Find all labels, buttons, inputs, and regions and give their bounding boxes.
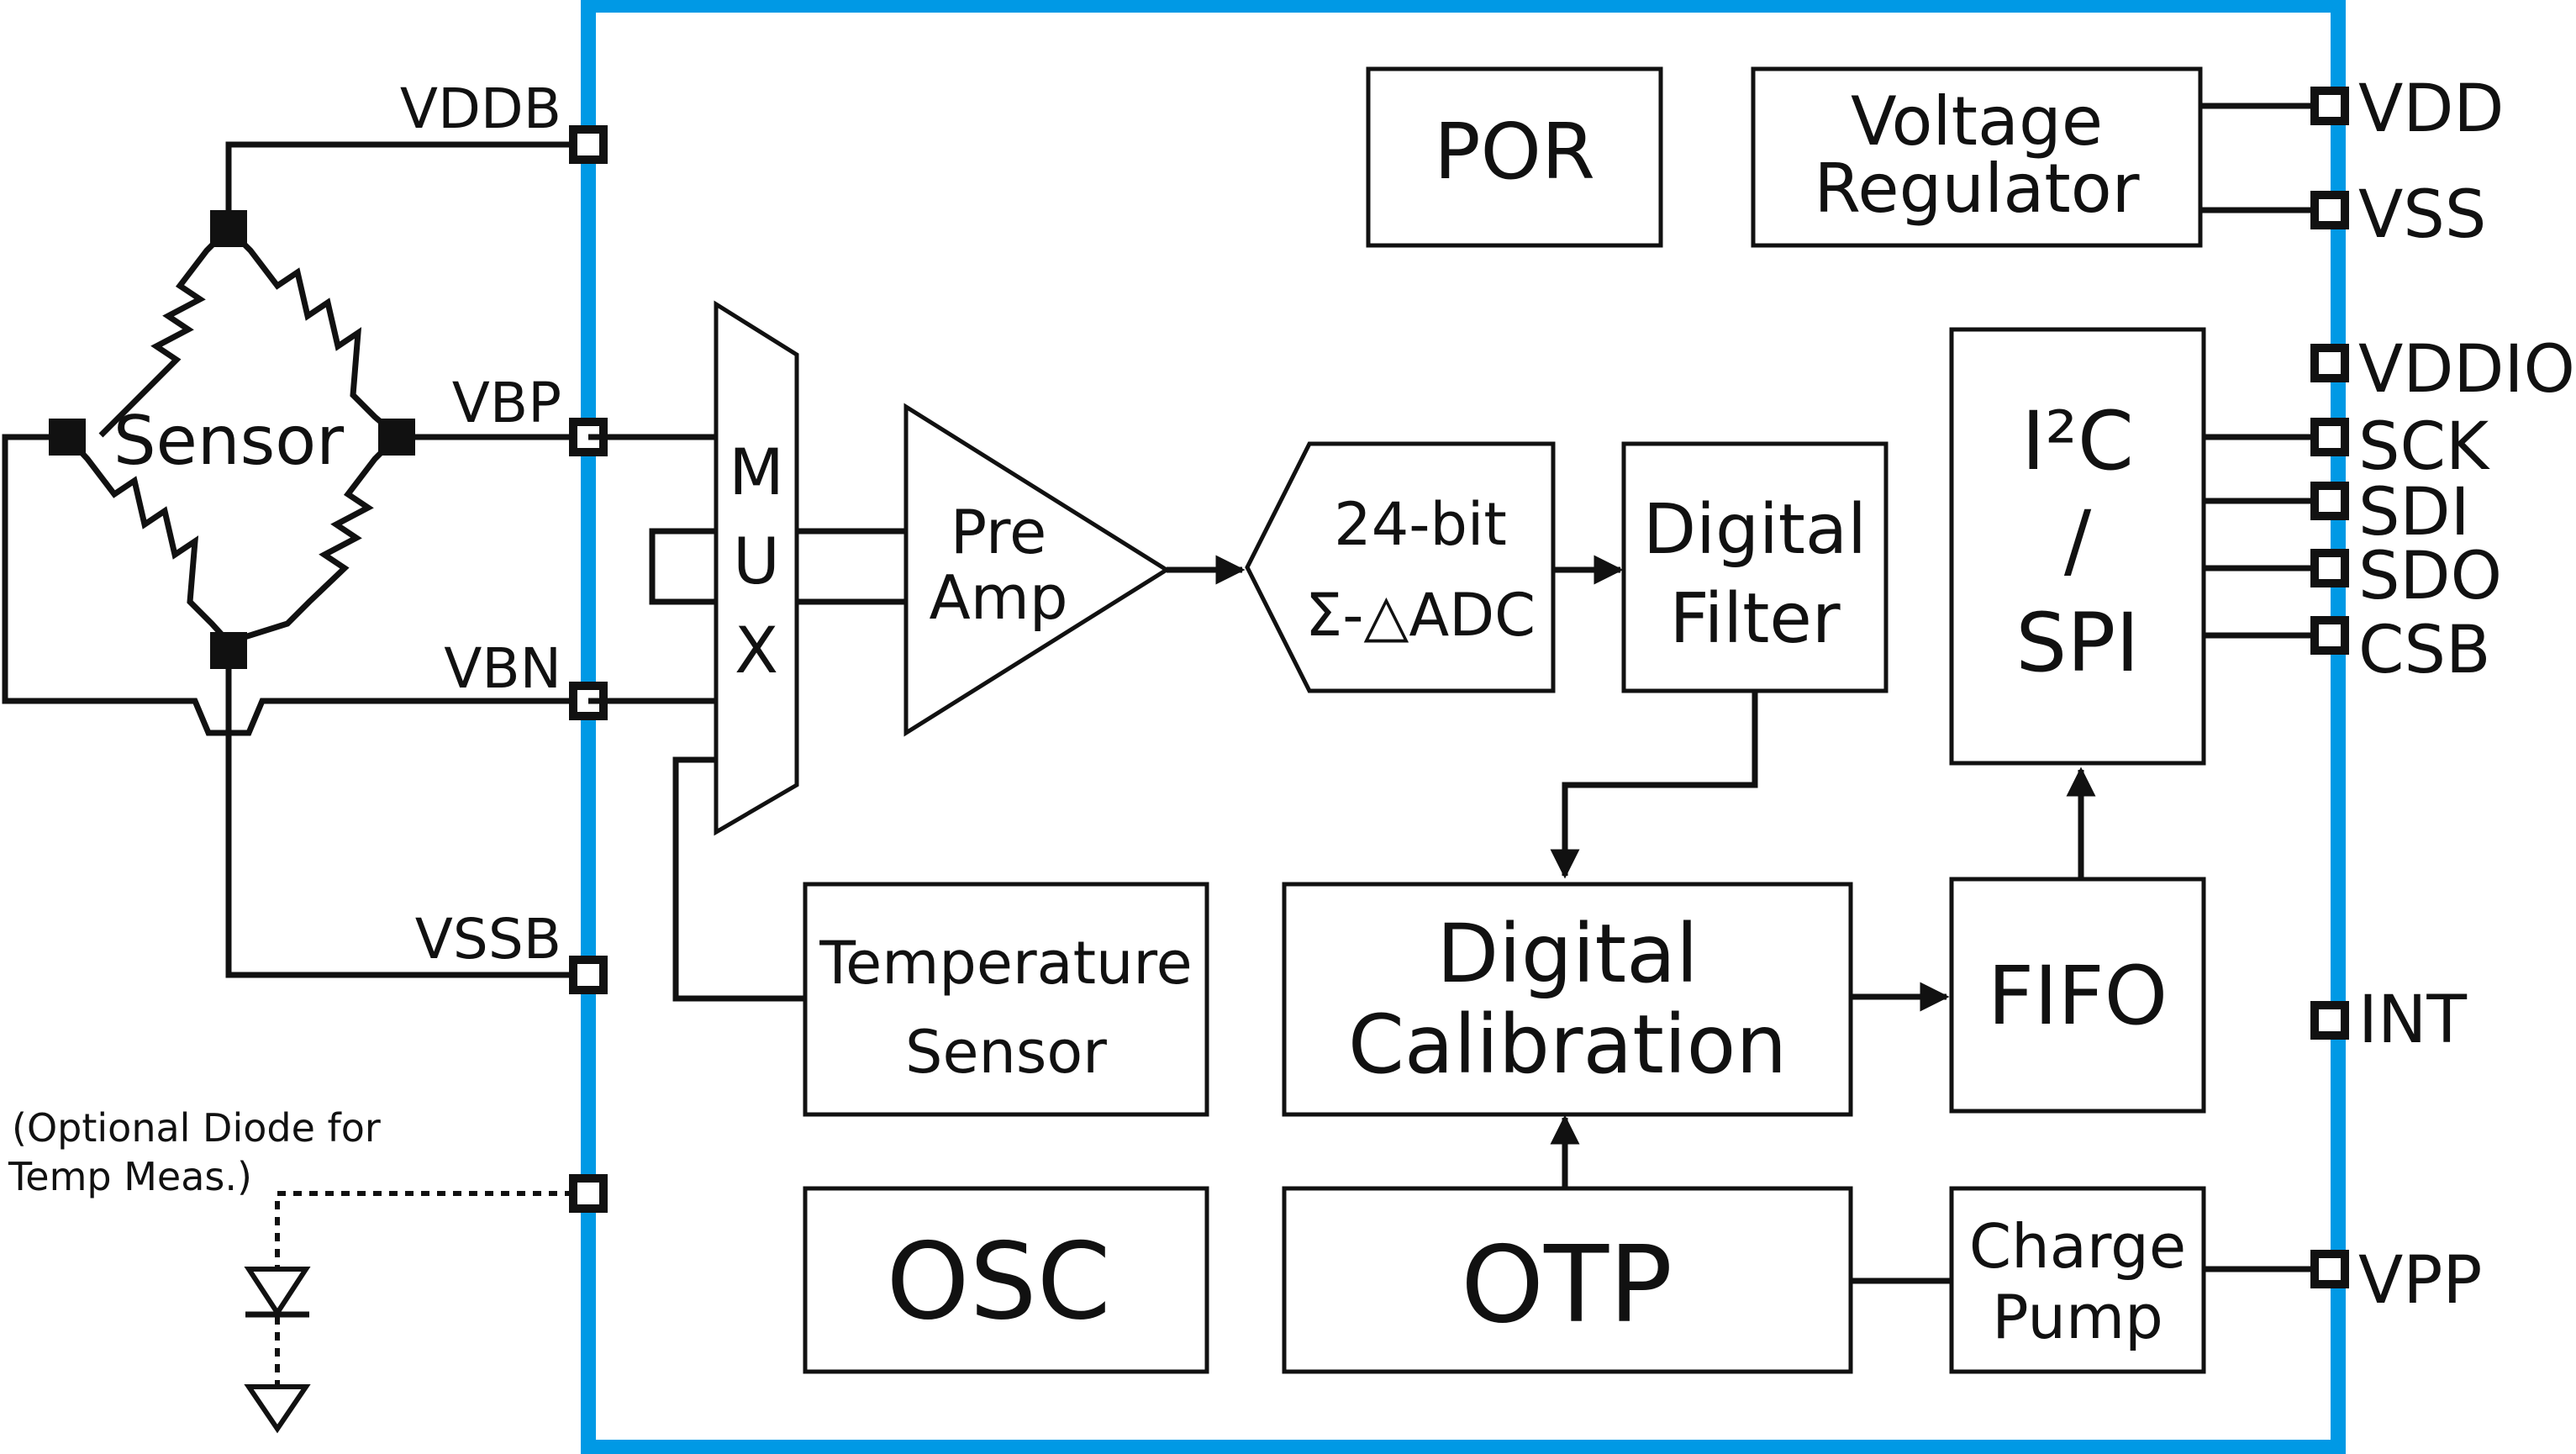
diode-note-line2: Temp Meas.) xyxy=(8,1154,252,1199)
otp-label: OTP xyxy=(1461,1223,1673,1346)
mux-letter-x: X xyxy=(735,613,778,687)
left-pins: VDDB VBP VBN VSSB xyxy=(400,76,608,1213)
pin-int xyxy=(2310,1001,2349,1040)
preamp-block: Pre Amp xyxy=(903,403,1171,737)
charge-pump-block: Charge Pump xyxy=(1949,1186,2206,1374)
digital-calibration-block: Digital Calibration xyxy=(1282,882,1853,1117)
pin-vddb xyxy=(569,125,608,164)
resistor-icon xyxy=(227,435,399,645)
pin-sdo-label: SDO xyxy=(2358,539,2502,614)
preamp-line2: Amp xyxy=(929,562,1067,633)
por-block: POR xyxy=(1366,66,1663,248)
preamp-line1: Pre xyxy=(951,497,1046,567)
pin-sdi-label: SDI xyxy=(2358,475,2470,551)
pin-vpp-label: VPP xyxy=(2358,1243,2482,1319)
interface-block: I²C / SPI xyxy=(1949,327,2206,766)
right-pins: VDD VSS VDDIO SCK SDI SDO CSB INT VPP xyxy=(2310,71,2575,1319)
voltage-regulator-block: Voltage Regulator xyxy=(1751,66,2203,248)
pin-vbp-label: VBP xyxy=(452,371,561,435)
pin-diode xyxy=(569,1174,608,1213)
pin-vss xyxy=(2310,191,2349,229)
pin-vssb-label: VSSB xyxy=(415,907,561,972)
osc-label: OSC xyxy=(886,1220,1110,1343)
interface-line1: I²C xyxy=(2021,394,2134,488)
diode-icon xyxy=(244,1267,311,1318)
pin-vddio-label: VDDIO xyxy=(2358,332,2575,408)
pin-vddio xyxy=(2310,344,2349,382)
pin-vbn-label: VBN xyxy=(444,636,561,701)
sensor-label: Sensor xyxy=(113,402,344,480)
pin-sdi xyxy=(2310,482,2349,520)
chip-outline xyxy=(581,0,2346,1454)
diode-note-line1: (Optional Diode for xyxy=(12,1105,381,1151)
adc-line1: 24-bit xyxy=(1334,490,1507,559)
pin-vssb xyxy=(569,956,608,994)
pin-sck-label: SCK xyxy=(2358,409,2490,485)
pin-vdd xyxy=(2310,87,2349,125)
regulator-line2: Regulator xyxy=(1814,150,2139,228)
osc-block: OSC xyxy=(803,1186,1209,1374)
optional-diode: (Optional Diode for Temp Meas.) xyxy=(8,1105,573,1434)
fifo-label: FIFO xyxy=(1988,949,2168,1043)
bridge-node-right xyxy=(378,419,415,456)
por-label: POR xyxy=(1434,107,1595,197)
temp-line1: Temperature xyxy=(819,929,1192,998)
calibration-line1: Digital xyxy=(1436,907,1698,1001)
bridge-node-top xyxy=(210,210,247,247)
pin-sdo xyxy=(2310,549,2349,587)
bridge-node-left xyxy=(49,419,86,456)
interface-line2: / xyxy=(2064,493,2092,587)
pin-sck xyxy=(2310,418,2349,456)
temperature-sensor-block: Temperature Sensor xyxy=(803,882,1209,1117)
adc-line2: Σ-△ADC xyxy=(1305,581,1536,650)
resistor-icon xyxy=(98,226,231,438)
charge-pump-line2: Pump xyxy=(1992,1282,2163,1352)
regulator-line1: Voltage xyxy=(1851,82,2103,161)
resistor-icon xyxy=(226,226,399,438)
digital-filter-block: Digital Filter xyxy=(1621,441,1889,693)
pin-vss-label: VSS xyxy=(2358,177,2486,253)
pin-int-label: INT xyxy=(2358,983,2467,1058)
bridge-node-bottom xyxy=(210,632,247,669)
pin-vdd-label: VDD xyxy=(2358,71,2504,147)
calibration-line2: Calibration xyxy=(1348,998,1787,1092)
mux-letter-u: U xyxy=(733,524,780,598)
pin-csb-label: CSB xyxy=(2358,613,2491,688)
filter-line2: Filter xyxy=(1669,579,1840,659)
filter-line1: Digital xyxy=(1643,490,1867,570)
sensor-bridge: Sensor xyxy=(49,210,415,669)
mux-letter-m: M xyxy=(729,435,784,509)
pin-vpp xyxy=(2310,1250,2349,1288)
interface-line3: SPI xyxy=(2015,596,2139,690)
temp-line2: Sensor xyxy=(905,1018,1107,1087)
mux-block: M U X xyxy=(714,300,799,836)
pin-vddb-label: VDDB xyxy=(400,76,561,141)
pin-csb xyxy=(2310,616,2349,655)
charge-pump-line1: Charge xyxy=(1969,1211,2186,1282)
adc-block: 24-bit Σ-△ADC xyxy=(1245,441,1556,693)
otp-block: OTP xyxy=(1282,1186,1853,1374)
resistor-icon xyxy=(65,435,231,645)
ground-icon xyxy=(244,1384,311,1434)
fifo-block: FIFO xyxy=(1949,877,2206,1114)
